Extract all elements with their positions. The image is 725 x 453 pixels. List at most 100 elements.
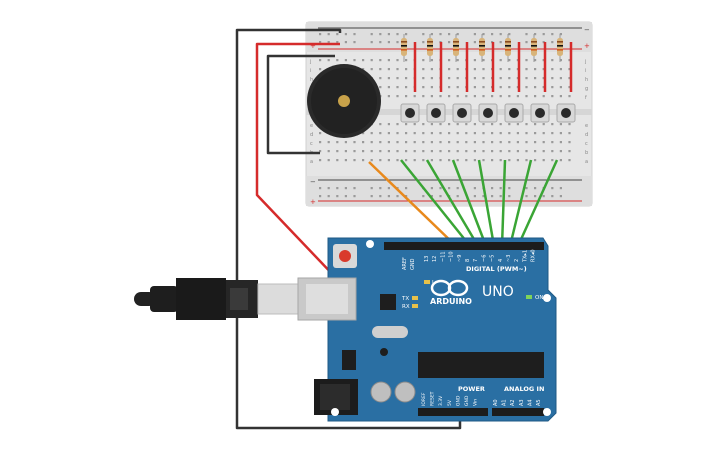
wire-green-button-signal[interactable] — [500, 159, 507, 247]
row-letter: d — [585, 132, 588, 138]
arduino-uno-board[interactable]: ARDUINO UNO DIGITAL (PWM~) POWER ANALOG … — [297, 237, 557, 422]
digital-pin-label: ~9 — [457, 255, 463, 262]
analog-header[interactable] — [492, 408, 544, 416]
usb-cable[interactable] — [134, 278, 299, 320]
digital-pin-label: TX▸1 — [522, 250, 528, 263]
row-letter: h — [310, 77, 313, 83]
digital-pin-label: 13 — [424, 256, 430, 262]
board-model: UNO — [482, 284, 514, 300]
digital-pin-label: ~10 — [449, 251, 455, 262]
aref-label: AREF — [402, 257, 408, 270]
wire-orange-buzzer-signal[interactable] — [368, 161, 457, 247]
resistor[interactable] — [427, 38, 433, 56]
resistor[interactable] — [479, 38, 485, 56]
power-pin-label: GND — [464, 395, 470, 406]
gnd-label: GND — [410, 258, 416, 270]
resistor[interactable] — [401, 38, 407, 56]
power-label: POWER — [458, 385, 485, 393]
pushbutton-cap — [457, 108, 467, 118]
rail-minus-label-bottom: − — [310, 178, 316, 186]
row-letter: a — [310, 159, 313, 165]
resistor[interactable] — [505, 38, 511, 56]
digital-pin-label: ~3 — [506, 255, 512, 262]
analog-pin-label: A2 — [510, 399, 516, 406]
digital-pin-label: ~5 — [490, 255, 496, 262]
led-rx-label: RX — [402, 304, 410, 310]
power-pin-label: RESET — [430, 391, 436, 406]
analog-pin-label: A0 — [493, 399, 499, 406]
rail-plus-label: + — [310, 42, 316, 50]
row-letter: i — [310, 68, 311, 74]
wire-green-button-signal[interactable] — [477, 159, 496, 247]
rail-minus-label-right: − — [584, 26, 590, 34]
resistor[interactable] — [557, 38, 563, 56]
led-tx-label: TX — [401, 296, 409, 302]
wire-black-gnd[interactable] — [235, 28, 462, 430]
digital-pin-label: ~6 — [481, 255, 487, 262]
analog-pin-label: A1 — [502, 399, 508, 406]
digital-pin-label: 12 — [432, 256, 438, 262]
row-letter: f — [585, 95, 587, 101]
analog-pin-label: A3 — [519, 399, 525, 406]
green-wire-group — [400, 159, 559, 247]
digital-header[interactable] — [384, 242, 544, 250]
wire-green-button-signal[interactable] — [516, 159, 559, 247]
digital-pin-label: 2 — [514, 259, 520, 262]
row-letter: j — [309, 59, 311, 65]
row-letter: a — [585, 159, 588, 165]
row-letter: c — [585, 141, 588, 147]
row-letter: b — [585, 150, 588, 156]
power-pin-label: Vin — [473, 399, 479, 406]
pushbutton-cap — [509, 108, 519, 118]
pushbutton-cap — [431, 108, 441, 118]
resistor-lead-wires — [413, 42, 573, 92]
wire-green-button-signal[interactable] — [400, 159, 471, 247]
piezo-buzzer[interactable] — [307, 64, 381, 138]
row-letter: g — [585, 86, 588, 92]
row-letter: e — [585, 123, 588, 129]
wire-green-button-signal[interactable] — [451, 159, 488, 247]
on-label: ON — [535, 295, 543, 301]
atmega-chip — [418, 352, 544, 378]
rail-plus-label-bottom: + — [310, 198, 316, 206]
row-letter: h — [585, 77, 588, 83]
digital-pin-label: 4 — [498, 259, 504, 262]
row-letter: i — [585, 68, 586, 74]
row-letter: e — [310, 123, 313, 129]
pushbutton-cap — [405, 108, 415, 118]
analog-pin-label: A5 — [536, 399, 542, 406]
power-pin-label: 3.3V — [438, 395, 444, 406]
wire-green-button-signal[interactable] — [508, 159, 533, 247]
digital-pin-label: 8 — [465, 259, 471, 262]
resistor[interactable] — [531, 38, 537, 56]
row-letter: c — [310, 141, 313, 147]
arduino-logo-icon — [430, 279, 469, 297]
wires — [235, 28, 573, 430]
resistor[interactable] — [453, 38, 459, 56]
power-pin-label: GND — [455, 395, 461, 406]
digital-pin-label: 7 — [473, 259, 479, 262]
digital-pin-label: RX◂0 — [531, 249, 537, 262]
digital-label: DIGITAL (PWM~) — [466, 265, 527, 273]
board-brand: ARDUINO — [430, 297, 472, 306]
row-letter: j — [584, 59, 586, 65]
power-header[interactable] — [418, 408, 488, 416]
wire-green-button-signal[interactable] — [425, 159, 480, 247]
wire-black-buzzer[interactable] — [266, 54, 335, 155]
pushbutton-cap — [561, 108, 571, 118]
pushbutton-group — [400, 103, 576, 123]
analog-label: ANALOG IN — [504, 385, 544, 393]
rail-plus-label-right: + — [584, 42, 590, 50]
pushbutton-cap — [483, 108, 493, 118]
analog-pin-label: A4 — [527, 399, 533, 406]
digital-pin-label: ~11 — [440, 251, 446, 262]
led-l-label: L — [432, 280, 436, 286]
pushbutton-cap — [535, 108, 545, 118]
power-pin-label: 5V — [447, 399, 453, 406]
resistor-group — [401, 34, 563, 62]
power-pin-label: IOREF — [421, 392, 427, 406]
breadboard-holes: jihgfedcbajihgfedcba — [309, 33, 588, 198]
